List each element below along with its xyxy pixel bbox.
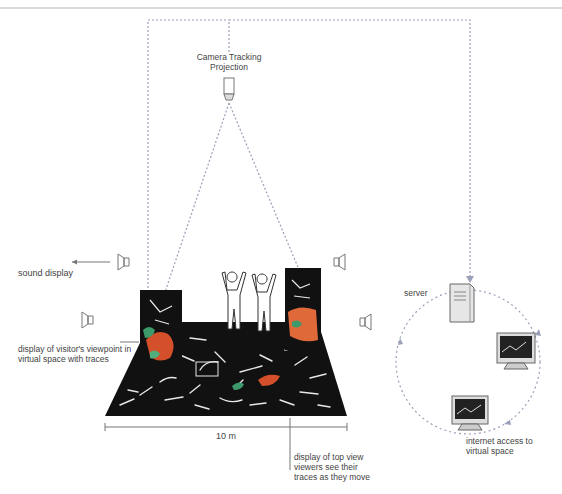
- server-node: server: [404, 280, 478, 324]
- callout-label: display of top view viewers see their tr…: [294, 452, 378, 482]
- client-monitor: [497, 333, 535, 369]
- leader-line: [72, 262, 110, 263]
- viewpoint-screen: [140, 290, 182, 376]
- viewpoint-screen: [285, 268, 321, 350]
- arrowhead: [504, 420, 511, 425]
- arrowhead: [72, 260, 77, 265]
- rule-line: [0, 8, 562, 9]
- callout-label: sound display: [18, 268, 82, 278]
- leader-line: [290, 418, 291, 470]
- trace-colors: [232, 375, 280, 390]
- leader-line: [120, 342, 139, 343]
- server-symbol: [404, 280, 478, 324]
- camera-node: Camera Tracking Projection: [190, 52, 268, 104]
- arrowhead: [398, 338, 403, 345]
- callout-label: 10 m: [206, 431, 246, 441]
- projection-ray: [229, 103, 300, 272]
- client-monitor: [452, 396, 488, 430]
- node-label: Camera Tracking Projection: [190, 52, 268, 72]
- projection-ray: [165, 103, 229, 292]
- data-connector: [229, 20, 470, 282]
- callout-label: display of visitor's viewpoint in virtua…: [18, 344, 134, 364]
- node-label: server: [404, 288, 444, 298]
- callout-label: internet access to virtual space: [466, 436, 538, 456]
- speaker-symbol: [82, 254, 371, 330]
- arrowhead: [535, 329, 541, 336]
- dimension-line: [105, 423, 347, 431]
- screen-content: [288, 280, 318, 341]
- visitor-figures: [222, 272, 276, 331]
- screen-content: [143, 300, 174, 361]
